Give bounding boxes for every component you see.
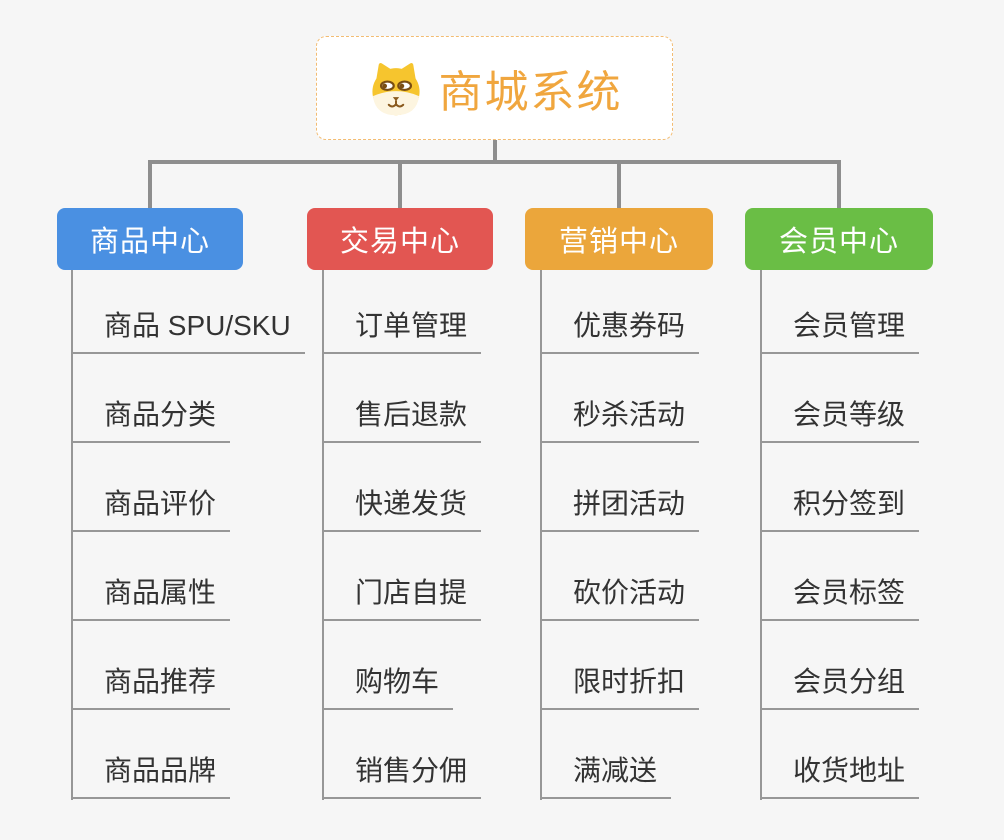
leaf-topic[interactable]: 商品品牌 bbox=[71, 751, 231, 799]
connector-drop-product bbox=[148, 160, 152, 210]
leaf-topic[interactable]: 会员标签 bbox=[760, 573, 920, 621]
leaf-topic[interactable]: 满减送 bbox=[540, 751, 672, 799]
leaf-topic[interactable]: 购物车 bbox=[322, 662, 454, 710]
branch-node-member-center[interactable]: 会员中心 bbox=[745, 208, 933, 270]
connector-drop-marketing bbox=[617, 160, 621, 210]
branch-label: 交易中心 bbox=[339, 226, 460, 258]
leaf-topic[interactable]: 收货地址 bbox=[760, 751, 920, 799]
branch-label: 营销中心 bbox=[558, 226, 679, 258]
branch-node-product-center[interactable]: 商品中心 bbox=[57, 208, 243, 270]
leaf-topic[interactable]: 商品属性 bbox=[71, 573, 231, 621]
connector-drop-trade bbox=[398, 160, 402, 210]
spine-member-center bbox=[760, 270, 762, 800]
branch-node-marketing-center[interactable]: 营销中心 bbox=[525, 208, 713, 270]
connector-root-stem bbox=[493, 139, 497, 162]
leaf-topic[interactable]: 商品 SPU/SKU bbox=[71, 306, 305, 354]
leaf-topic[interactable]: 订单管理 bbox=[322, 306, 482, 354]
dog-face-icon bbox=[367, 59, 425, 117]
leaf-topic[interactable]: 拼团活动 bbox=[540, 484, 700, 532]
leaf-topic[interactable]: 会员管理 bbox=[760, 306, 920, 354]
branch-label: 商品中心 bbox=[89, 226, 210, 258]
leaf-topic[interactable]: 砍价活动 bbox=[540, 573, 700, 621]
leaf-topic[interactable]: 快递发货 bbox=[322, 484, 482, 532]
leaf-topic[interactable]: 会员等级 bbox=[760, 395, 920, 443]
leaf-topic[interactable]: 秒杀活动 bbox=[540, 395, 700, 443]
leaf-topic[interactable]: 限时折扣 bbox=[540, 662, 700, 710]
spine-marketing-center bbox=[540, 270, 542, 800]
leaf-topic[interactable]: 商品评价 bbox=[71, 484, 231, 532]
root-topic-node[interactable]: 商城系统 bbox=[316, 36, 673, 140]
leaf-topic[interactable]: 优惠券码 bbox=[540, 306, 700, 354]
connector-drop-member bbox=[837, 160, 841, 210]
leaf-topic[interactable]: 会员分组 bbox=[760, 662, 920, 710]
leaf-topic[interactable]: 门店自提 bbox=[322, 573, 482, 621]
leaf-topic[interactable]: 商品推荐 bbox=[71, 662, 231, 710]
spine-trade-center bbox=[322, 270, 324, 800]
root-topic-title: 商城系统 bbox=[438, 68, 623, 117]
spine-product-center bbox=[71, 270, 73, 800]
branch-node-trade-center[interactable]: 交易中心 bbox=[307, 208, 493, 270]
connector-horizontal-bar bbox=[148, 160, 841, 164]
branch-label: 会员中心 bbox=[778, 226, 899, 258]
leaf-topic[interactable]: 积分签到 bbox=[760, 484, 920, 532]
leaf-topic[interactable]: 商品分类 bbox=[71, 395, 231, 443]
leaf-topic[interactable]: 售后退款 bbox=[322, 395, 482, 443]
leaf-topic[interactable]: 销售分佣 bbox=[322, 751, 482, 799]
